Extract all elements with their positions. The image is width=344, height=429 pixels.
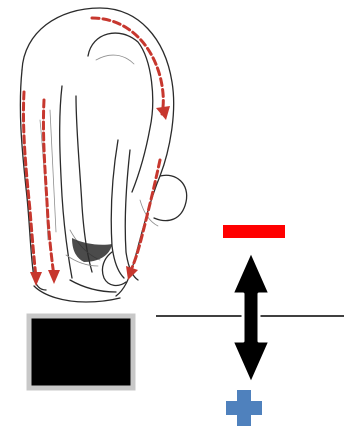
person-head-outline [154,175,187,220]
minus-icon [223,225,285,238]
person-shading [40,55,158,266]
person-foot-outline [34,286,120,302]
person-leg-front-outline [60,86,72,278]
person-arm-outline [111,140,124,278]
stretch-arrow-arm [130,160,160,272]
person-foot-outline-2 [70,280,116,292]
stretch-arrow-leg-right [43,100,54,276]
red-arrows-icon [23,18,163,278]
black-box-platform-icon [29,316,133,388]
plus-icon [226,390,262,426]
person-torso-inner [88,33,153,192]
double-headed-arrow-icon [232,251,270,384]
